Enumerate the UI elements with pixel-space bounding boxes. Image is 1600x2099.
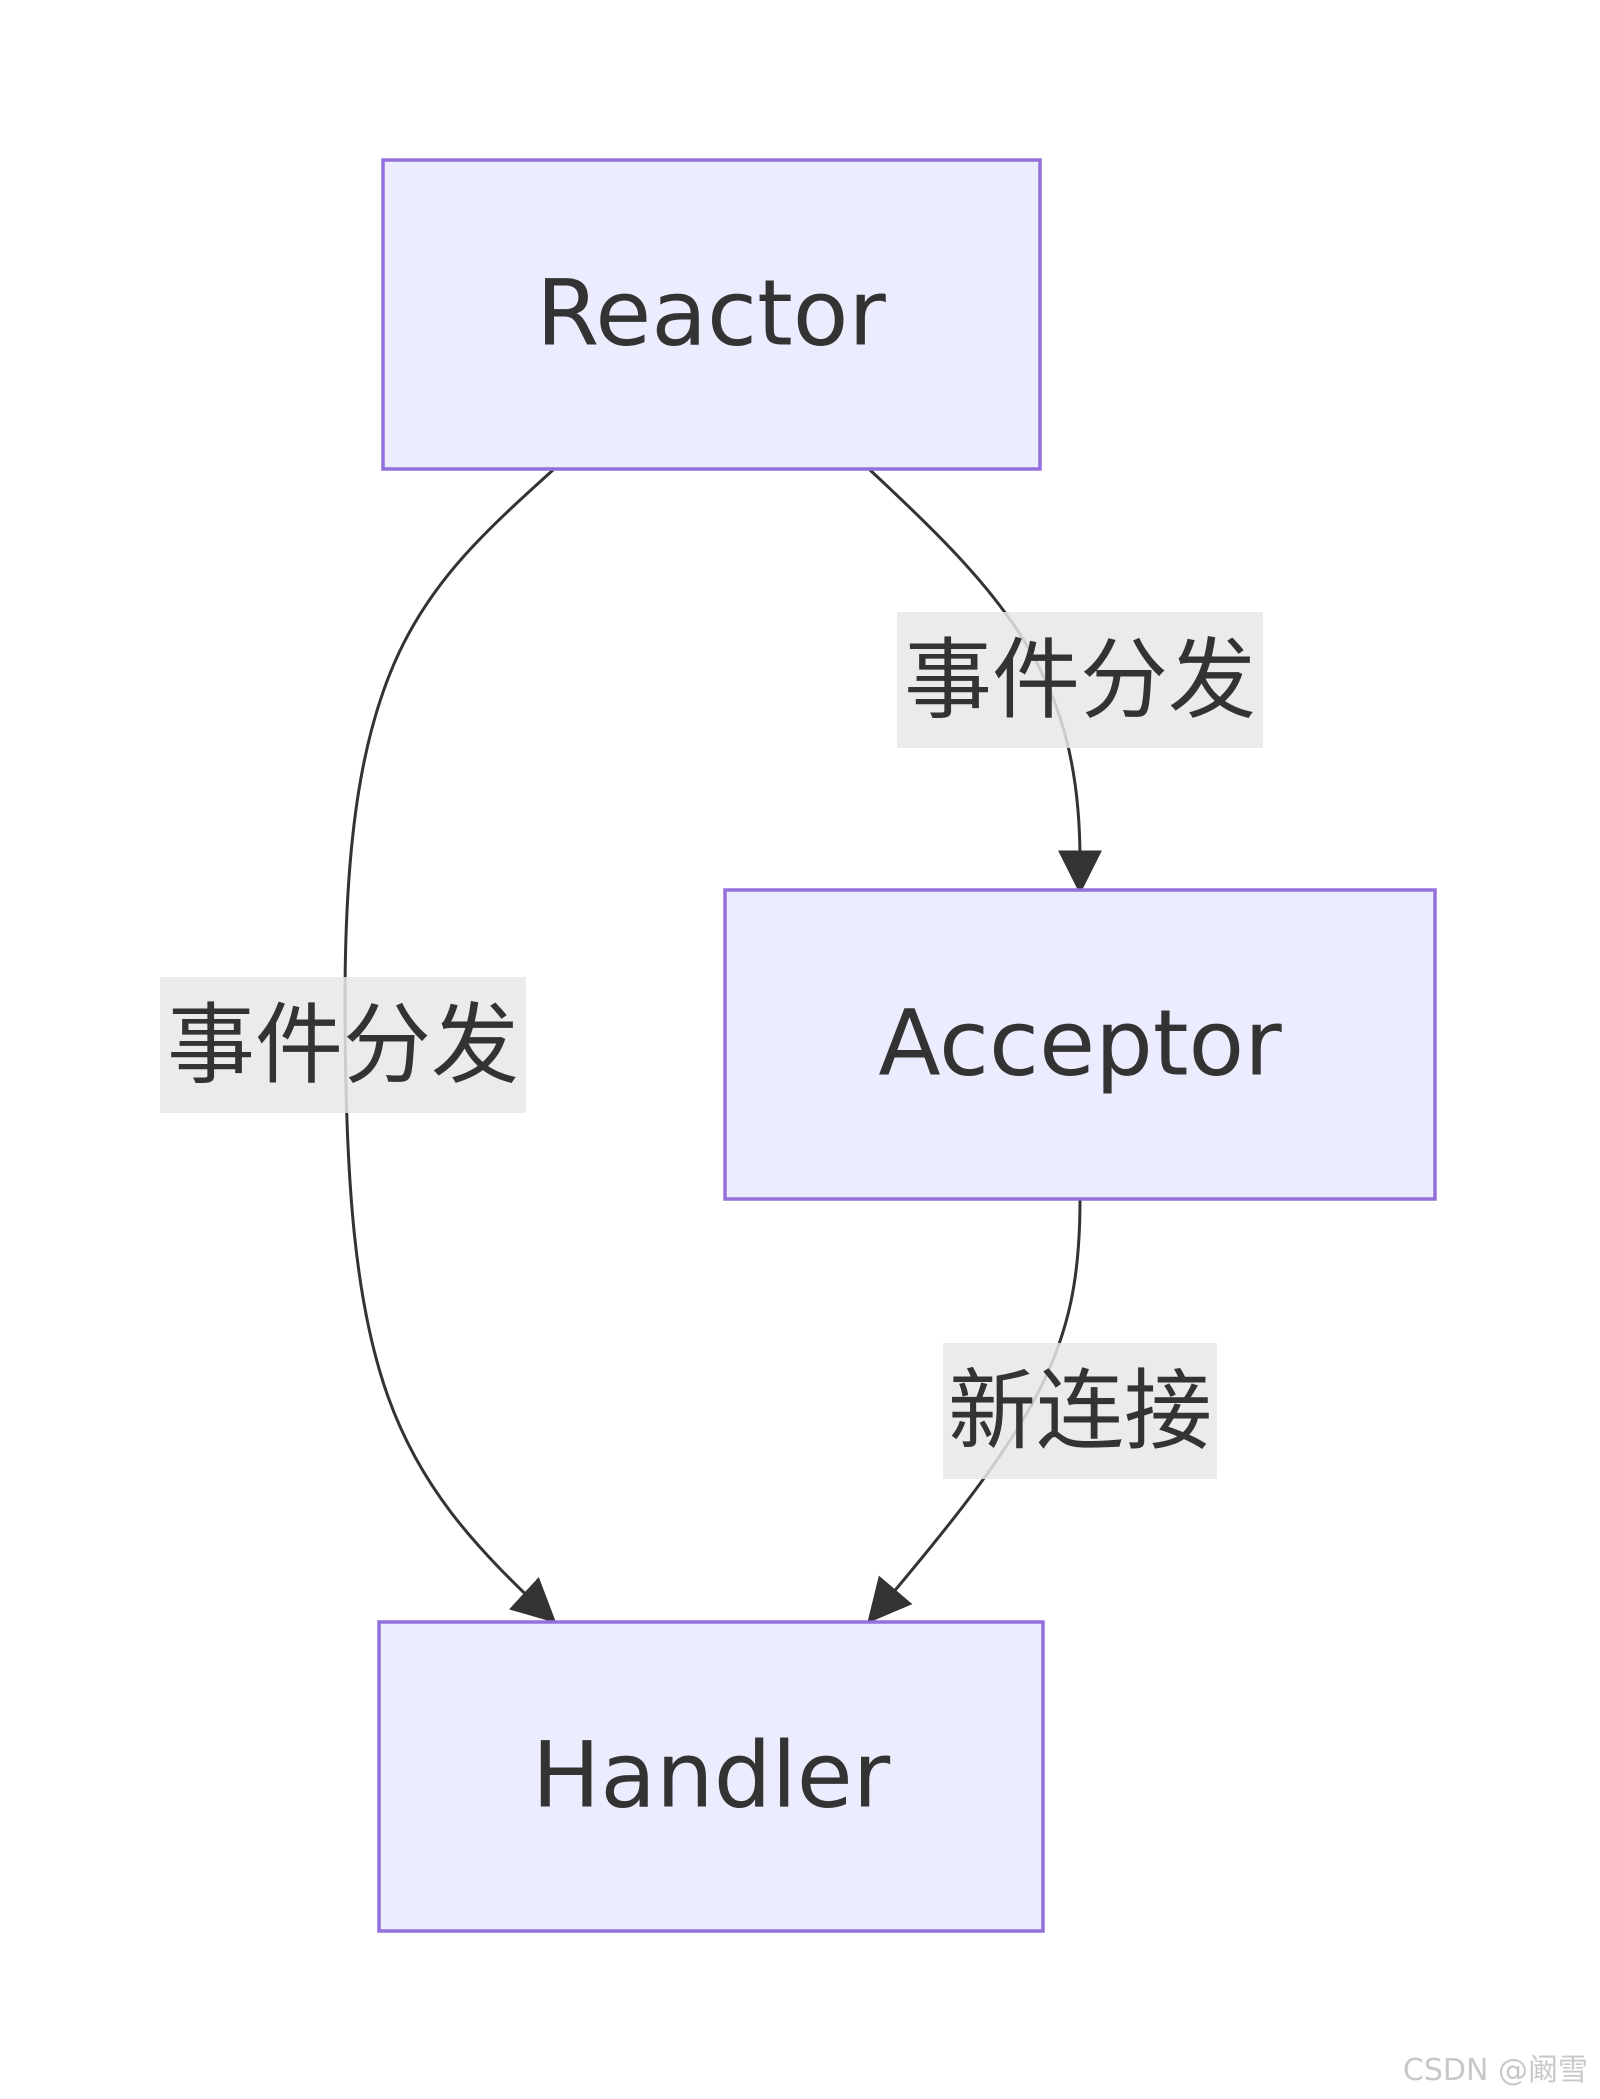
edge-label-text: 事件分发 [167, 994, 519, 1097]
edge-label-reactor-to-acceptor: 事件分发 [897, 612, 1263, 748]
node-reactor: Reactor [381, 158, 1042, 471]
node-handler: Handler [377, 1620, 1045, 1933]
edge-label-reactor-to-handler: 事件分发 [160, 977, 526, 1113]
edge-label-text: 事件分发 [904, 629, 1256, 732]
node-label-acceptor: Acceptor [878, 992, 1282, 1097]
edge-label-acceptor-to-handler: 新连接 [943, 1343, 1217, 1479]
node-label-handler: Handler [532, 1724, 891, 1829]
node-label-reactor: Reactor [536, 262, 886, 367]
edge-label-text: 新连接 [948, 1360, 1212, 1463]
node-acceptor: Acceptor [723, 888, 1437, 1201]
watermark-text: CSDN @阚雪 [1403, 2053, 1588, 2088]
